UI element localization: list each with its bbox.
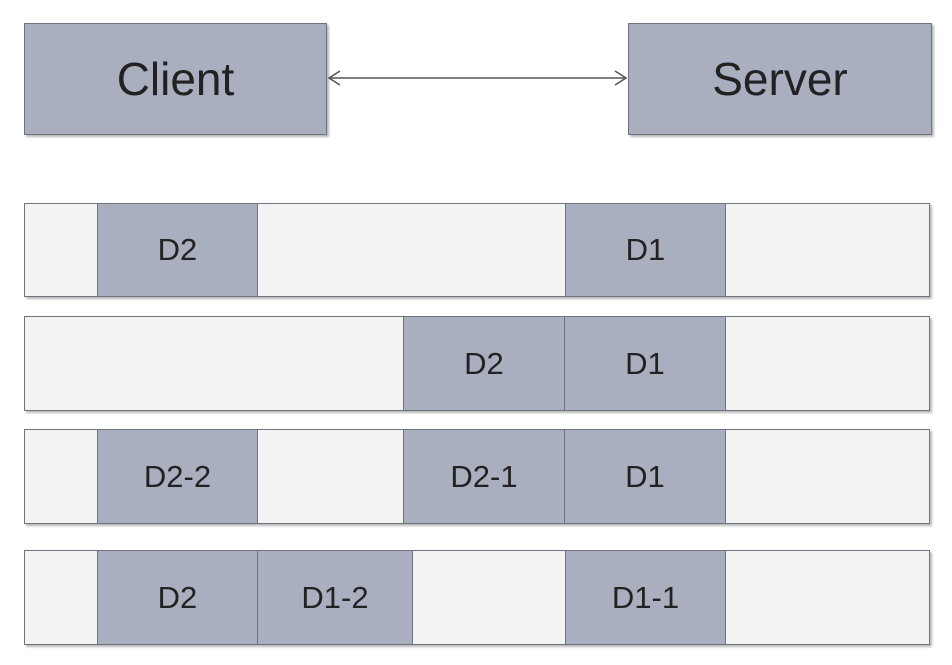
server-label: Server	[712, 53, 848, 105]
segment-label: D2	[157, 232, 198, 267]
segment-d1: D1	[564, 316, 726, 411]
segment-d2-2: D2-2	[97, 429, 258, 524]
segment-d2: D2	[97, 550, 258, 645]
segment-d1-2: D1-2	[257, 550, 413, 645]
arrowhead-left	[327, 70, 341, 86]
segment-label: D1-2	[301, 579, 369, 615]
arrowhead-right	[614, 70, 628, 86]
segment-label: D1	[625, 458, 665, 494]
segment-label: D2-1	[450, 458, 518, 494]
buffer-row-2: D2 D1	[24, 316, 930, 411]
buffer-row-4: D2 D1-2 D1-1	[24, 550, 930, 645]
buffer-row-3: D2-2 D2-1 D1	[24, 429, 930, 524]
segment-label: D1	[625, 232, 666, 267]
buffer-row-1: D2 D1	[24, 203, 930, 297]
segment-d1-1: D1-1	[565, 550, 726, 645]
segment-d2: D2	[403, 316, 565, 411]
segment-label: D2	[157, 579, 198, 615]
segment-label: D1-1	[611, 579, 680, 615]
segment-label: D2	[464, 345, 504, 381]
segment-d2: D2	[97, 203, 258, 297]
segment-label: D1	[625, 345, 665, 381]
client-node: Client	[24, 23, 327, 135]
segment-d2-1: D2-1	[403, 429, 565, 524]
segment-d1: D1	[564, 429, 726, 524]
segment-label: D2-2	[143, 458, 212, 494]
client-label: Client	[116, 53, 235, 105]
segment-d1: D1	[565, 203, 726, 297]
server-node: Server	[628, 23, 932, 135]
